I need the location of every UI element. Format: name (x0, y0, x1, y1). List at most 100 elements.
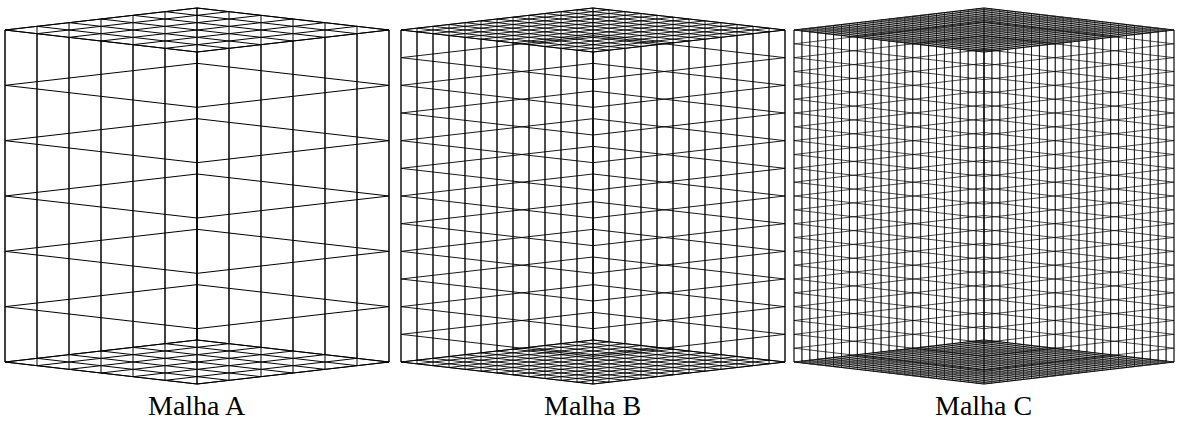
mesh-line (929, 24, 1119, 46)
mesh-line (913, 354, 1103, 376)
mesh-line (1134, 25, 1135, 357)
mesh-line (389, 30, 390, 362)
mesh-line (197, 63, 389, 85)
mesh-line (944, 357, 1134, 379)
mesh-line (1110, 23, 1111, 355)
mesh-line (1118, 24, 1119, 356)
mesh-line (197, 30, 389, 52)
mesh-line (984, 105, 1174, 127)
mesh-line (593, 36, 785, 58)
mesh-line (984, 30, 1174, 52)
mesh-line (896, 42, 897, 374)
mesh-line (968, 28, 1158, 50)
mesh-line (794, 362, 984, 384)
mesh-line (401, 113, 593, 135)
mesh-line (897, 20, 1087, 42)
mesh-line (1174, 30, 1175, 362)
mesh-line (960, 27, 1150, 49)
mesh-line (794, 196, 984, 218)
mesh-line (794, 155, 984, 177)
mesh-line (881, 352, 1071, 374)
mesh-line (593, 30, 785, 52)
mesh-line (5, 196, 197, 218)
mesh-line (984, 174, 1174, 196)
mesh-line (873, 21, 1063, 43)
mesh-line (849, 356, 1039, 378)
mesh-line (944, 25, 1134, 47)
mesh-line (561, 48, 562, 380)
mesh-line (593, 91, 785, 113)
mesh-line (857, 23, 1047, 45)
mesh-label: Malha A (148, 392, 245, 420)
mesh-line (802, 29, 992, 51)
mesh-line (794, 85, 984, 107)
mesh-line (197, 52, 198, 384)
mesh-line (357, 26, 358, 358)
mesh-line (952, 26, 1142, 48)
mesh-line (865, 354, 1055, 376)
mesh-line (794, 99, 984, 121)
mesh-line (401, 196, 593, 218)
mesh-line (937, 25, 1127, 47)
mesh-line (842, 357, 1032, 379)
mesh-line (984, 146, 1174, 168)
mesh-line (197, 119, 389, 141)
mesh-line (873, 353, 1063, 375)
mesh-line (133, 45, 134, 377)
mesh-line (984, 52, 985, 384)
mesh-line (818, 359, 1008, 381)
mesh-line (960, 49, 961, 381)
mesh-line (913, 22, 1103, 44)
mesh-line (826, 26, 1016, 48)
mesh-line (984, 119, 1174, 141)
mesh-line (952, 358, 1142, 380)
mesh-line (5, 30, 197, 52)
mesh-line (401, 168, 593, 190)
mesh-line (401, 30, 593, 52)
mesh-line (1158, 28, 1159, 360)
mesh-line (593, 119, 785, 141)
mesh-line (952, 48, 953, 380)
mesh-line (944, 47, 945, 379)
mesh-line (865, 22, 1055, 44)
mesh-line (889, 19, 1079, 41)
mesh-line (912, 44, 913, 376)
mesh-line (818, 27, 1008, 49)
mesh-line (928, 46, 929, 378)
mesh-line (401, 141, 593, 163)
mesh-line (513, 43, 514, 375)
mesh-line (593, 146, 785, 168)
mesh-line (810, 360, 1000, 382)
mesh-line (834, 25, 1024, 47)
mesh-line (802, 361, 992, 383)
mesh-line (325, 23, 326, 355)
mesh-line (984, 133, 1174, 155)
mesh-line (984, 77, 1174, 99)
mesh-line (1150, 27, 1151, 359)
mesh-line (401, 85, 593, 107)
mesh-line (785, 30, 786, 362)
mesh-line (577, 50, 578, 382)
mesh-line (794, 30, 984, 52)
mesh-line (794, 72, 984, 94)
mesh-line (920, 45, 921, 377)
mesh-line (984, 362, 1174, 384)
mesh-line (417, 28, 609, 50)
mesh-line (5, 362, 197, 384)
mesh-line (984, 160, 1174, 182)
mesh-line (593, 52, 594, 384)
mesh-line (976, 51, 977, 383)
mesh-line (905, 21, 1095, 43)
mesh-line (1094, 21, 1095, 353)
mesh-label: Malha C (935, 392, 1032, 420)
mesh-line (197, 362, 389, 384)
mesh-line (593, 63, 785, 85)
mesh-line (889, 19, 1079, 41)
cube-mesh (401, 8, 785, 384)
mesh-line (1142, 26, 1143, 358)
mesh-line (984, 52, 985, 384)
mesh-line (529, 45, 530, 377)
mesh-line (721, 23, 722, 355)
mesh-line (753, 26, 754, 358)
